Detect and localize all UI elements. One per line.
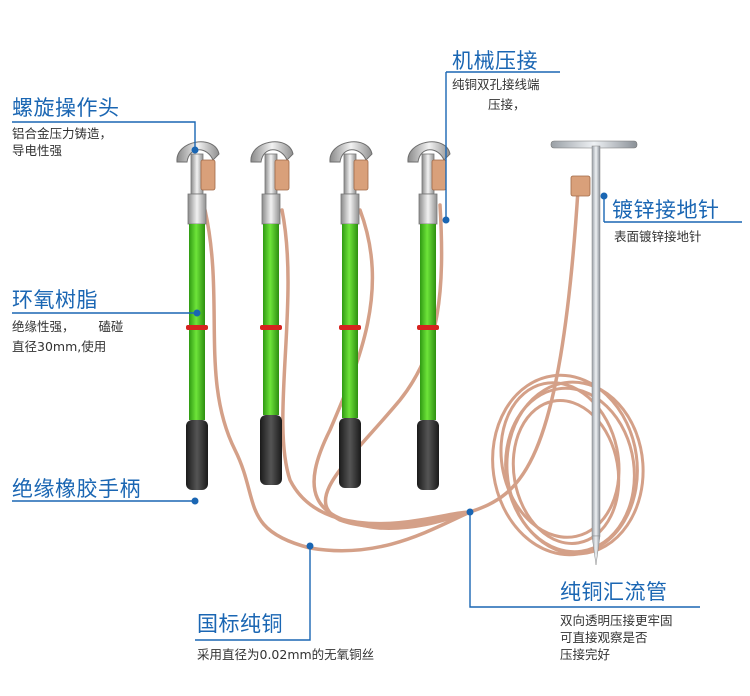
rod-1-terminal [200, 159, 216, 191]
label-tube-desc-1: 双向透明压接更牢固 [560, 613, 673, 628]
rod-2-clamp-head [250, 141, 294, 163]
rod-1-ferrule [187, 193, 207, 225]
rod-2-epoxy-shaft [263, 224, 279, 415]
rod-4-red-ring [417, 325, 439, 330]
label-copper-desc: 采用直径为0.02mm的无氧铜丝 [197, 647, 375, 662]
label-copper-title: 国标纯铜 [197, 612, 283, 636]
rod-4-rubber-handle [417, 420, 439, 490]
rod-1-clamp-head [176, 141, 220, 163]
label-crimp-desc-2: 压接， [488, 97, 526, 112]
label-needle-title: 镀锌接地针 [612, 198, 720, 222]
rod-2-red-ring [260, 325, 282, 330]
copper-wire-coil [491, 373, 645, 557]
rod-4-epoxy-shaft [420, 224, 436, 420]
copper-wires [203, 188, 580, 553]
rod-4-clamp-head [407, 141, 451, 163]
rod-1-rubber-handle [186, 420, 208, 490]
label-crimp-title: 机械压接 [452, 49, 538, 73]
rod-3-red-ring [339, 325, 361, 330]
rod-3-terminal [353, 159, 369, 191]
leader-dots [191, 146, 608, 550]
label-tube-desc-2: 可直接观察是否 [560, 630, 648, 645]
rod-3-clamp-head [329, 141, 373, 163]
label-handle-title: 绝缘橡胶手柄 [12, 477, 141, 501]
leader-lines [12, 71, 742, 641]
rod-3-ferrule [340, 193, 360, 225]
label-head-title: 螺旋操作头 [12, 96, 120, 120]
rod-1-red-ring [186, 325, 208, 330]
label-epoxy-desc-2: 直径30mm,使用 [12, 339, 107, 354]
grounding-needle [550, 140, 638, 566]
rod-2-ferrule [261, 193, 281, 225]
label-tube-desc-3: 压接完好 [560, 647, 611, 662]
label-head-desc-1: 铝合金压力铸造， [12, 126, 113, 141]
rod-2-rubber-handle [260, 415, 282, 485]
label-tube-title: 纯铜汇流管 [560, 580, 668, 604]
label-epoxy-desc-1: 绝缘性强， 磕碰 [12, 319, 124, 334]
grounding-rods [176, 141, 451, 490]
rod-4-terminal [431, 159, 447, 191]
rod-2-terminal [274, 159, 290, 191]
rod-4-ferrule [418, 193, 438, 225]
rod-1-epoxy-shaft [189, 224, 205, 420]
rod-3-epoxy-shaft [342, 224, 358, 418]
label-crimp-desc-1: 纯铜双孔接线端 [452, 77, 540, 92]
label-needle-desc: 表面镀锌接地针 [614, 229, 702, 244]
label-head-desc-2: 导电性强 [12, 143, 63, 158]
label-epoxy-title: 环氧树脂 [12, 288, 98, 312]
rod-3-rubber-handle [339, 418, 361, 488]
